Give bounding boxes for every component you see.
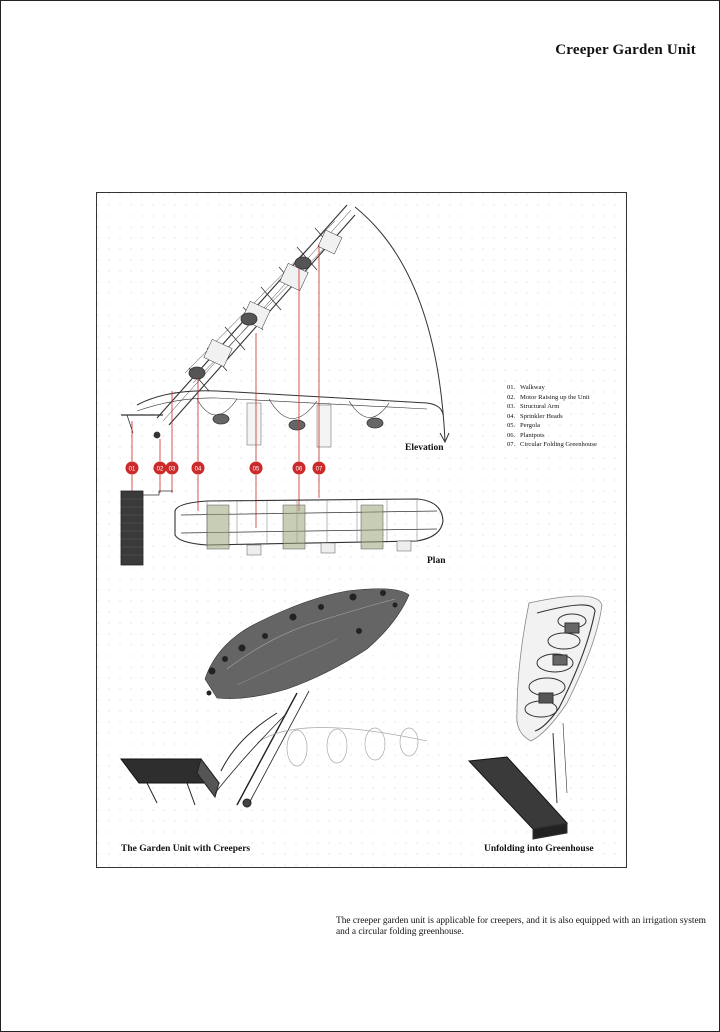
marker-05-text: 05 <box>253 467 260 473</box>
marker-05: 05 <box>249 461 263 475</box>
marker-04-text: 04 <box>195 467 202 473</box>
creepers-label: The Garden Unit with Creepers <box>121 844 251 854</box>
greenhouse-drawing <box>467 595 603 840</box>
leader-lines <box>131 245 320 528</box>
marker-02: 02 <box>153 461 167 475</box>
legend-item: 01. Walkway <box>507 383 597 393</box>
marker-06-text: 06 <box>296 467 303 473</box>
caption: The creeper garden unit is applicable fo… <box>336 916 706 937</box>
legend-text: Pergola <box>520 422 541 429</box>
marker-06: 06 <box>292 461 306 475</box>
legend-text: Structural Arm <box>520 403 560 410</box>
legend-item: 06. Plantpots <box>507 431 597 441</box>
legend-text: Walkway <box>520 384 545 391</box>
drawing-panel: 01 02 03 04 05 06 07 <box>96 192 627 868</box>
legend-item: 05. Pergola <box>507 421 597 431</box>
elevation-drawing <box>121 204 450 448</box>
marker-07-text: 07 <box>316 467 323 473</box>
legend-num: 04. <box>507 412 516 420</box>
marker-04: 04 <box>191 461 205 475</box>
legend-text: Circular Folding Greenhouse <box>520 441 597 448</box>
legend-text: Motor Raising up the Unit <box>520 393 590 401</box>
legend-text: Sprinkler Heads <box>520 412 563 420</box>
legend: 01.Walkway 02.Motor Raising up the Unit … <box>507 383 597 450</box>
legend-num: 02. <box>507 393 516 401</box>
marker-01-text: 01 <box>129 467 136 473</box>
legend-item: 02. Motor Raising up the Unit <box>507 393 597 403</box>
marker-03-text: 03 <box>169 467 176 473</box>
marker-07: 07 <box>312 461 326 475</box>
elevation-label: Elevation <box>405 443 444 453</box>
marker-01: 01 <box>125 461 139 475</box>
greenhouse-label: Unfolding into Greenhouse <box>484 844 594 854</box>
page-title: Creeper Garden Unit <box>555 42 696 58</box>
legend-item: 03. Structural Arm <box>507 402 597 412</box>
legend-num: 06. <box>507 431 516 439</box>
marker-03: 03 <box>165 461 179 475</box>
drawing-svg: 01 02 03 04 05 06 07 <box>97 193 626 867</box>
legend-num: 01. <box>507 384 516 391</box>
legend-item: 04. Sprinkler Heads <box>507 412 597 422</box>
marker-02-text: 02 <box>157 467 164 473</box>
creeper-unit-drawing <box>120 588 428 808</box>
plan-label: Plan <box>427 556 446 566</box>
plan-drawing <box>120 490 444 566</box>
legend-num: 03. <box>507 403 516 410</box>
legend-item: 07. Circular Folding Greenhouse <box>507 440 597 450</box>
legend-num: 07. <box>507 441 516 448</box>
legend-text: Plantpots <box>520 431 545 439</box>
legend-num: 05. <box>507 422 516 429</box>
